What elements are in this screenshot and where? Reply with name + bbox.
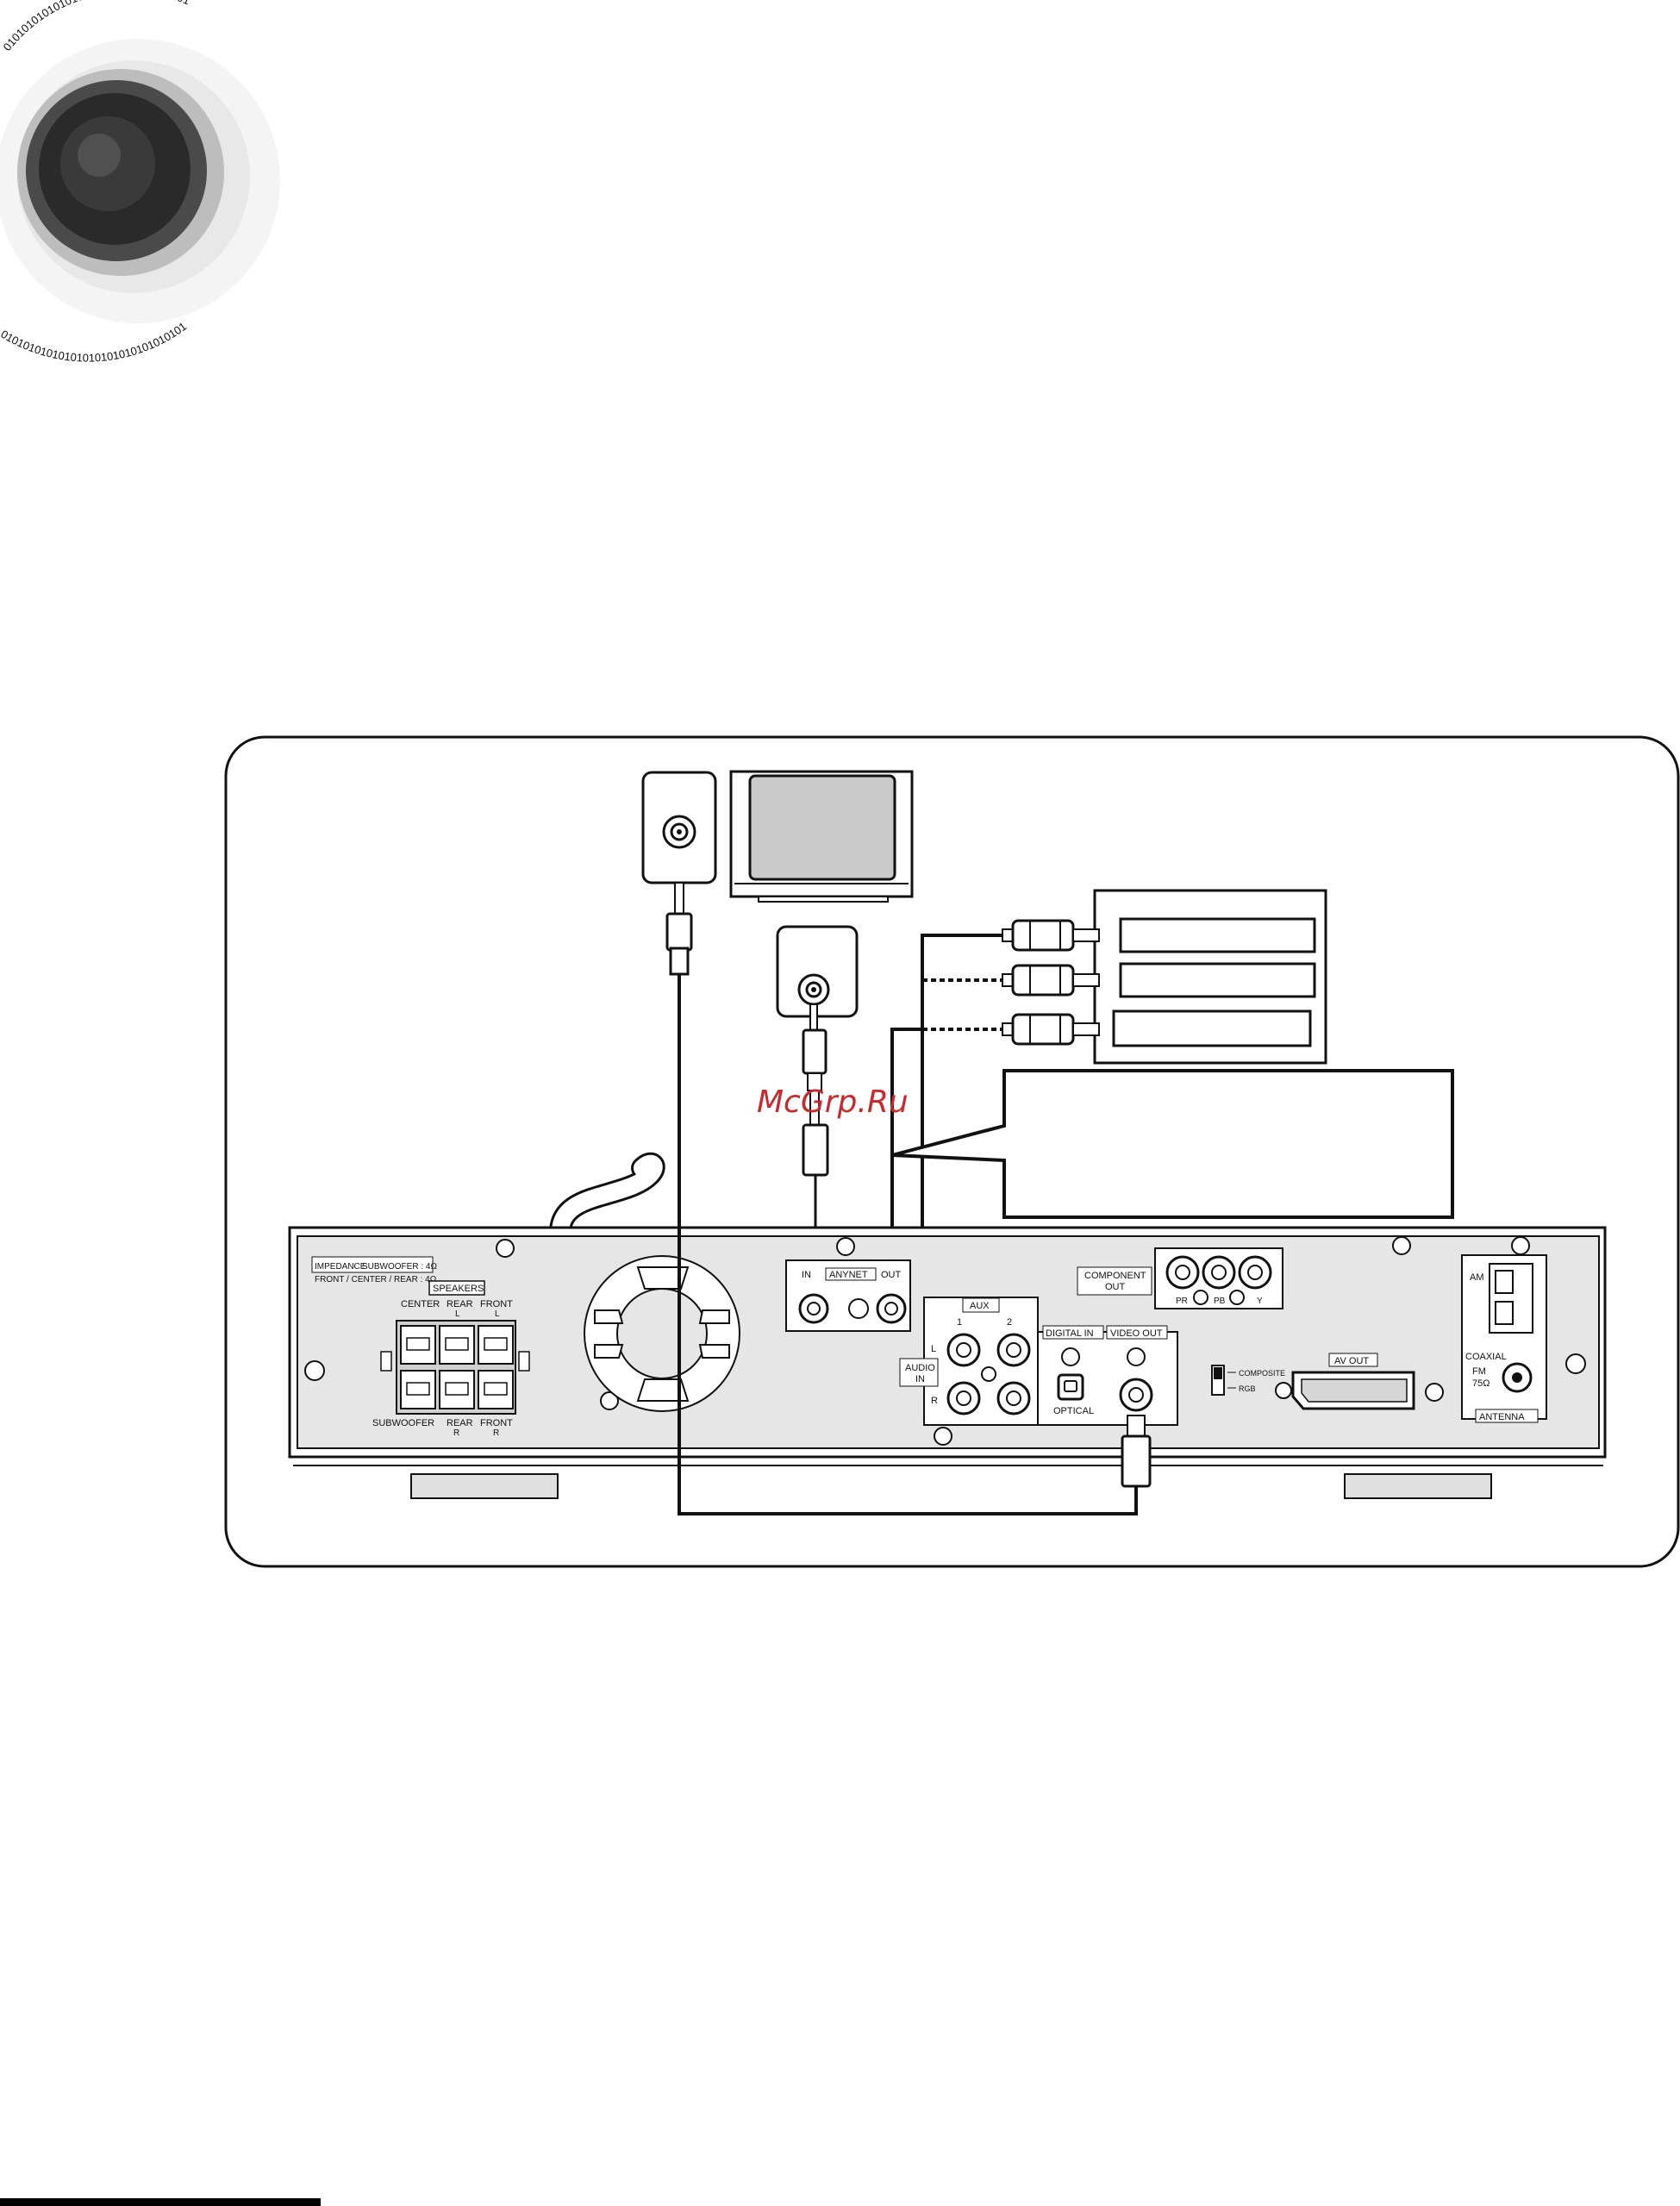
digital-in-label: DIGITAL IN [1046,1328,1094,1339]
tv-video-input-jack [776,925,859,1018]
impedance-line1: SUBWOOFER : 4Ω [362,1262,437,1272]
aux-l-label: L [931,1344,936,1354]
watermark-text: McGrp.Ru [757,1084,909,1120]
audio-in-line1: AUDIO [905,1363,935,1373]
fm-label: FM [1472,1366,1486,1377]
page-footer-bar [0,2198,321,2206]
speaker-subwoofer-label: SUBWOOFER [372,1418,434,1428]
speaker-rear-r-ch: R [453,1428,459,1438]
antenna-label: ANTENNA [1479,1412,1525,1422]
anynet-label: ANYNET [829,1270,868,1280]
aux-1-label: 1 [957,1317,962,1328]
speaker-front-r-label: FRONT [480,1418,513,1428]
av-out-label: AV OUT [1334,1356,1369,1366]
receiver-back-panel: IMPEDANCE SUBWOOFER : 4Ω FRONT / CENTER … [288,1226,1607,1499]
am-label: AM [1470,1272,1484,1283]
speaker-front-r-ch: R [493,1428,499,1438]
optical-label: OPTICAL [1053,1406,1094,1416]
speaker-front-l-label: FRONT [480,1299,513,1309]
wall-antenna-jack [641,771,717,884]
coaxial-label: COAXIAL [1465,1352,1507,1362]
binary-ring-bottom: 01010101010101010101010101010101 [0,320,189,365]
video-cable [678,974,1152,1515]
audio-in-line2: IN [915,1374,925,1384]
speaker-rear-l-label: REAR [447,1299,473,1309]
aux-2-label: 2 [1007,1317,1012,1328]
impedance-label: IMPEDANCE [315,1262,366,1272]
component-pr-label: PR [1176,1297,1188,1306]
antenna-cable-plug [665,882,693,976]
component-cables [890,934,1002,1276]
speaker-logo: 01010101010101010101010101010101 0101010… [0,0,280,365]
fm-ohm-label: 75Ω [1472,1378,1490,1389]
speaker-rear-l-ch: L [455,1309,460,1319]
impedance-line2: FRONT / CENTER / REAR : 4Ω [315,1275,437,1284]
component-out-line1: COMPONENT [1084,1271,1146,1281]
composite-label: COMPOSITE [1239,1369,1285,1378]
cooling-fan [584,1255,740,1412]
anynet-cable-plugs [802,1003,829,1276]
component-y-label: Y [1257,1297,1263,1306]
anynet-in-label: IN [802,1270,811,1280]
video-out-label: VIDEO OUT [1110,1328,1163,1339]
speaker-center-label: CENTER [401,1299,440,1309]
speaker-rear-r-label: REAR [447,1418,473,1428]
component-pb-label: PB [1214,1297,1226,1306]
speaker-front-l-ch: L [495,1309,500,1319]
speakers-title: SPEAKERS [433,1284,484,1294]
component-rca-plugs [1002,919,1100,1046]
aux-r-label: R [931,1396,938,1406]
component-out-line2: OUT [1105,1282,1126,1292]
aux-label: AUX [970,1301,990,1311]
callout-box [891,1069,1454,1219]
rgb-label: RGB [1239,1384,1256,1393]
anynet-out-label: OUT [881,1270,902,1280]
component-device-box [1093,889,1327,1065]
tv-set [729,770,914,903]
